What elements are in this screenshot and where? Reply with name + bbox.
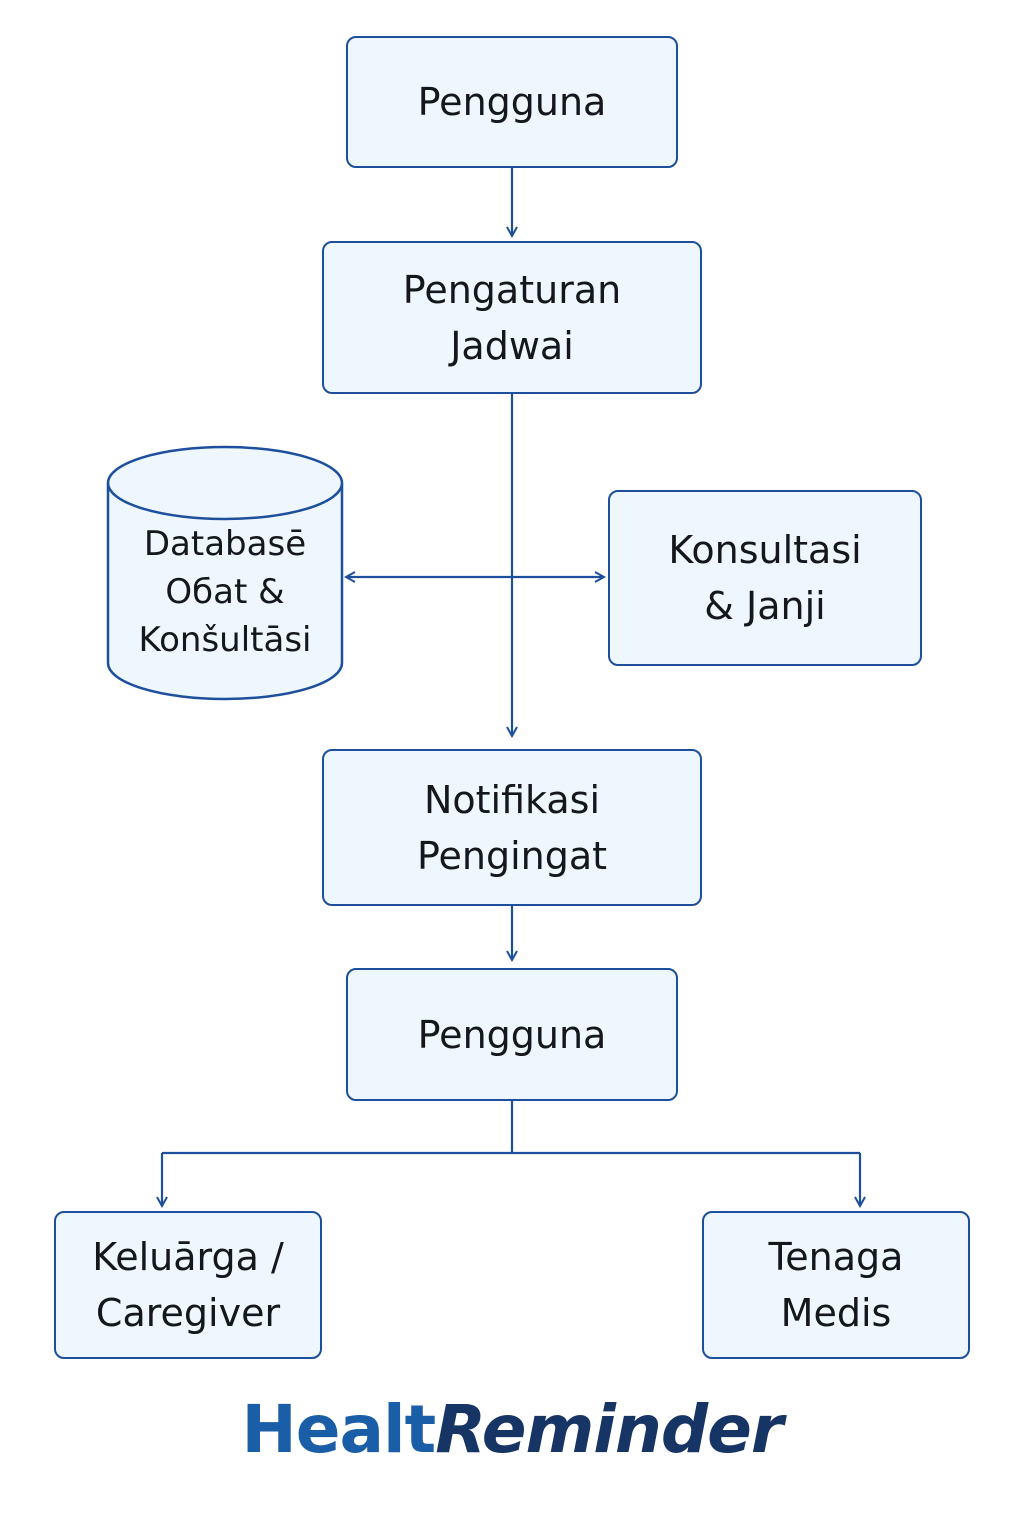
- node-family: Keluārga / Caregiver: [54, 1211, 322, 1359]
- node-consult-line-1: Konsultasi: [668, 528, 862, 572]
- node-consult-line-2: & Janji: [704, 584, 826, 628]
- brand-logo: HealtReminder: [0, 1385, 1024, 1475]
- database-cylinder: [106, 445, 344, 701]
- database-label-line-2: Oбat &: [165, 572, 285, 612]
- database-label-line-3: Konšultāsi: [138, 620, 312, 660]
- node-user-bottom: Pengguna: [346, 968, 678, 1101]
- node-notify-line-2: Pengingat: [416, 833, 608, 878]
- node-schedule-line-2: Jadwai: [450, 323, 574, 368]
- node-medical-line-1: Tenaga: [768, 1235, 904, 1279]
- database-label: Databasē Oбat & Konšultāsi: [106, 520, 344, 664]
- brand-logo-part-2: Reminder: [435, 1391, 783, 1468]
- node-schedule: Pengaturan Jadwai: [322, 241, 702, 394]
- brand-logo-part-1: Healt: [241, 1391, 437, 1468]
- node-user-bottom-label: Pengguna: [417, 1012, 607, 1057]
- node-schedule-line-1: Pengaturan: [402, 267, 622, 312]
- node-family-line-2: Caregiver: [95, 1291, 281, 1335]
- node-notify-line-1: Notifikasi: [423, 777, 601, 822]
- node-consult: Konsultasi & Janji: [608, 490, 922, 666]
- node-user-top: Pengguna: [346, 36, 678, 168]
- node-family-line-1: Keluārga /: [92, 1235, 284, 1279]
- database-label-line-1: Databasē: [143, 524, 307, 564]
- node-user-top-label: Pengguna: [417, 80, 607, 124]
- node-medical-line-2: Medis: [780, 1291, 892, 1335]
- node-medical: Tenaga Medis: [702, 1211, 970, 1359]
- node-notify: Notifikasi Pengingat: [322, 749, 702, 906]
